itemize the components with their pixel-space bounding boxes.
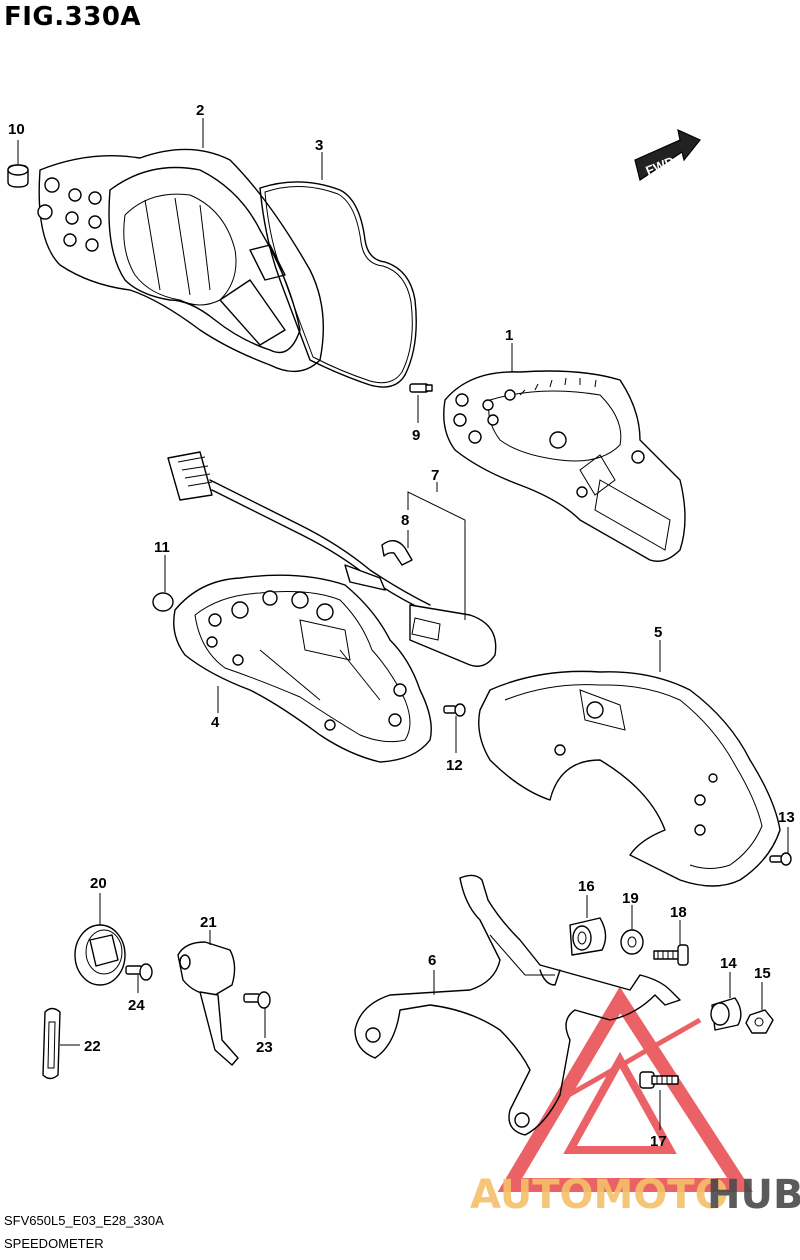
callout-14: 14 xyxy=(720,955,737,972)
figure-title: FIG.330A xyxy=(4,2,142,32)
part-17-bolt xyxy=(639,1071,679,1089)
watermark-part1: AUTOMOTO xyxy=(470,1172,729,1218)
callout-24: 24 xyxy=(128,997,145,1014)
callout-2: 2 xyxy=(196,102,204,119)
part-12-screw xyxy=(443,703,466,717)
callout-5: 5 xyxy=(654,624,662,641)
callout-12: 12 xyxy=(446,757,463,774)
callout-7: 7 xyxy=(431,467,439,484)
part-19-washer xyxy=(620,929,644,955)
leader-lines xyxy=(17,118,789,1130)
callout-18: 18 xyxy=(670,904,687,921)
part-2-meter-bezel xyxy=(37,148,324,373)
callout-20: 20 xyxy=(90,875,107,892)
part-1-meter-assy xyxy=(443,370,686,562)
part-10-cap xyxy=(7,164,29,188)
part-22-clip xyxy=(42,1007,61,1080)
callout-6: 6 xyxy=(428,952,436,969)
callout-19: 19 xyxy=(622,890,639,907)
part-18-bolt xyxy=(653,944,689,966)
callout-21: 21 xyxy=(200,914,217,931)
part-7-wire-harness xyxy=(167,451,497,667)
part-20-socket xyxy=(74,924,126,986)
callout-15: 15 xyxy=(754,965,771,982)
fwd-arrow-icon: FWD xyxy=(634,128,701,181)
callout-13: 13 xyxy=(778,809,795,826)
part-3-gasket xyxy=(259,181,417,388)
figure-name: SPEEDOMETER xyxy=(4,1236,104,1251)
part-16-grommet xyxy=(569,917,607,956)
part-14-grommet xyxy=(710,997,742,1031)
watermark-text: AUTOMOTO HUB xyxy=(470,1172,800,1218)
part-21-switch xyxy=(177,941,239,1066)
watermark-part2: HUB xyxy=(707,1172,800,1218)
part-6-bracket xyxy=(354,874,681,1136)
figure-code: SFV650L5_E03_E28_330A xyxy=(4,1213,164,1228)
callout-9: 9 xyxy=(412,427,420,444)
callout-22: 22 xyxy=(84,1038,101,1055)
callout-11: 11 xyxy=(154,539,170,556)
part-4-meter-case xyxy=(173,574,432,763)
callout-1: 1 xyxy=(505,327,513,344)
callout-10: 10 xyxy=(8,121,25,138)
watermark-logo xyxy=(497,986,753,1192)
part-5-lower-case xyxy=(478,670,781,887)
part-8-clamp xyxy=(381,540,413,566)
callout-16: 16 xyxy=(578,878,595,895)
callout-labels: 1 2 3 4 5 6 7 8 9 10 11 12 13 14 15 16 1… xyxy=(8,102,795,1150)
callout-8: 8 xyxy=(401,512,409,529)
part-15-nut xyxy=(745,1009,774,1034)
callout-4: 4 xyxy=(211,714,220,731)
part-23-screw xyxy=(243,991,271,1009)
part-11-grommet xyxy=(152,592,174,612)
part-24-screw xyxy=(125,963,153,981)
part-9-screw xyxy=(409,383,433,393)
callout-3: 3 xyxy=(315,137,323,154)
callout-23: 23 xyxy=(256,1039,273,1056)
callout-17: 17 xyxy=(650,1133,667,1150)
part-13-screw xyxy=(769,852,792,866)
